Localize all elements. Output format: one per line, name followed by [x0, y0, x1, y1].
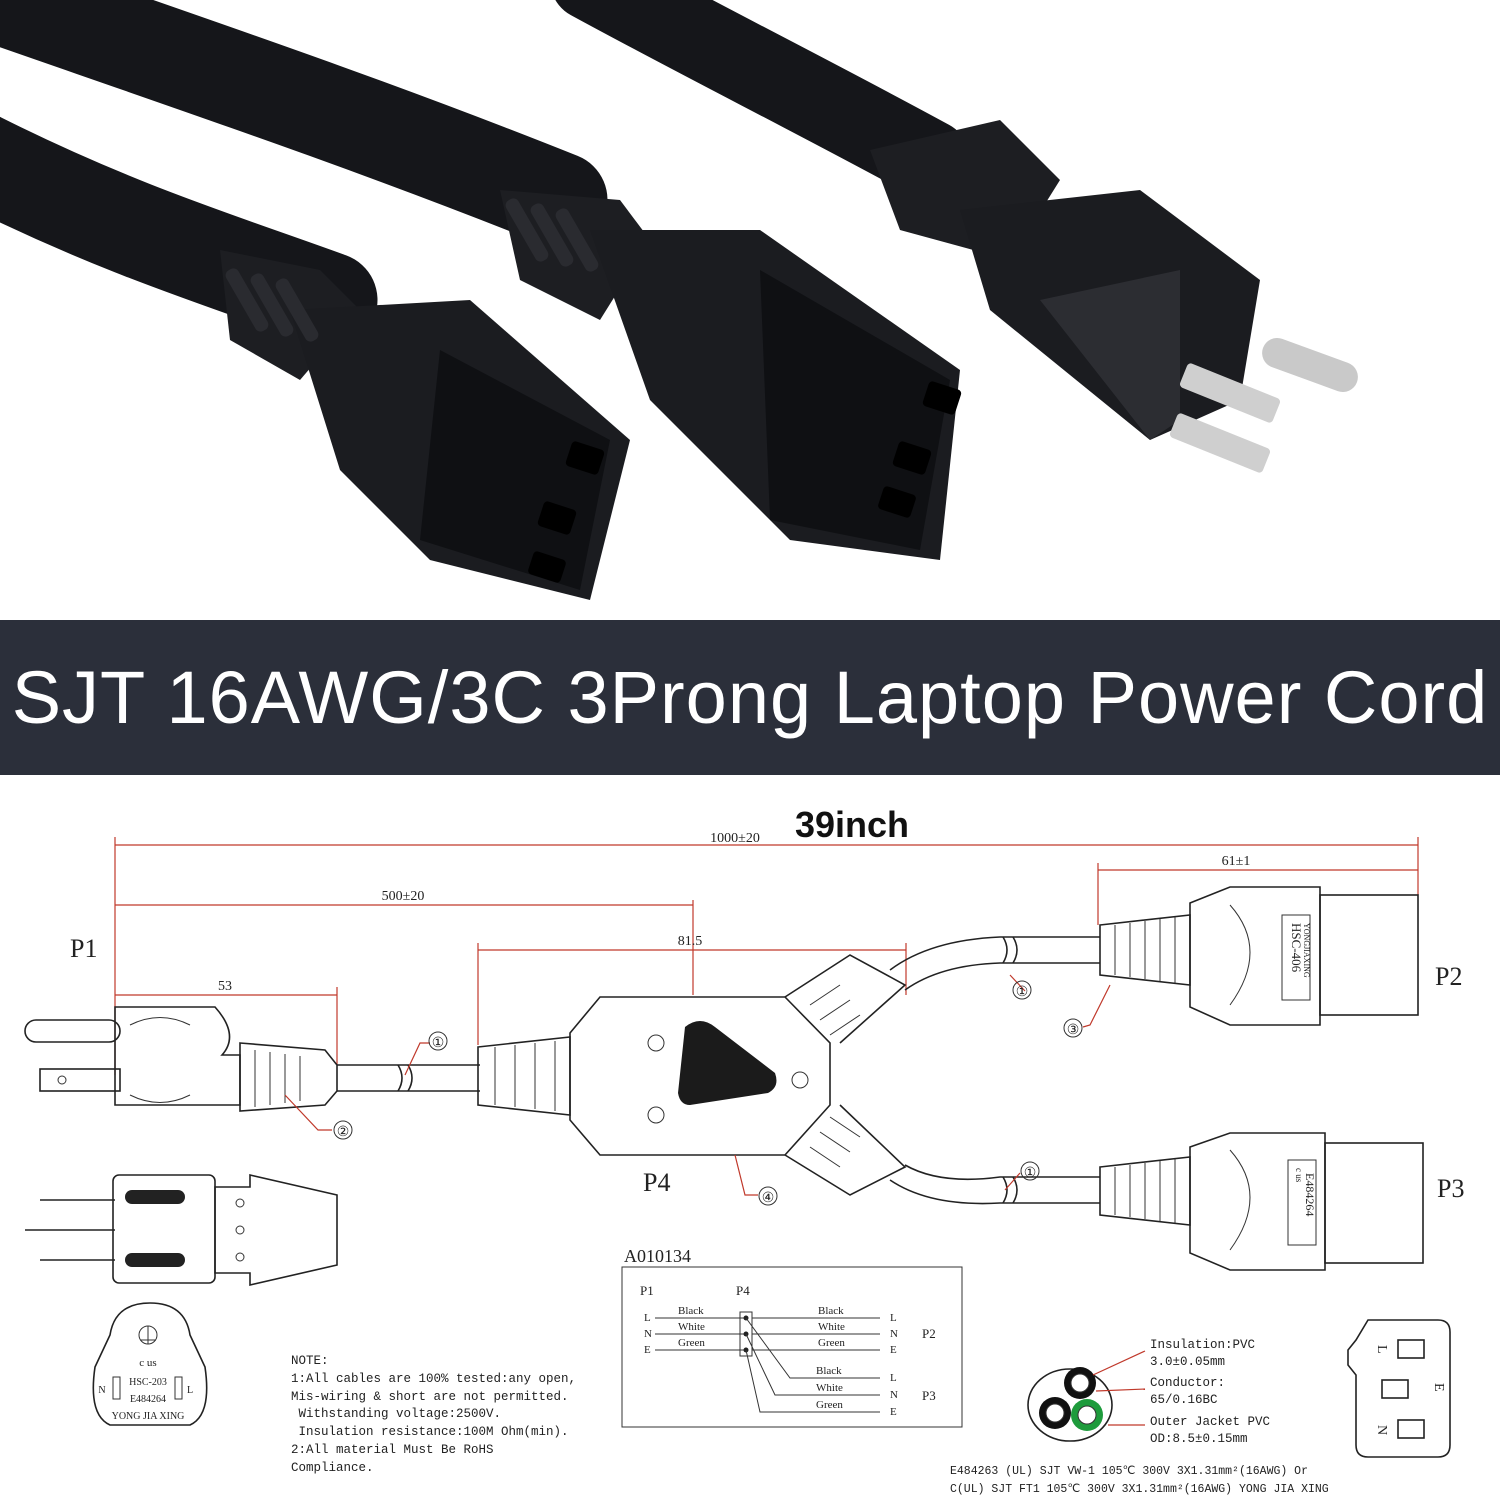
wiring-left-color-black: Black [678, 1305, 704, 1317]
callout-3: ③ [1063, 1018, 1083, 1038]
technical-drawing: 39inch 1000±20 500±20 81.5 53 61±1 P1 P2… [24, 804, 1464, 1496]
plug-badge-l: L [187, 1385, 193, 1396]
p1-plug-top-outline [25, 1173, 338, 1287]
cable-cross-section [1027, 1350, 1146, 1442]
banner-title: SJT 16AWG/3C 3Prong Laptop Power Cord [11, 656, 1489, 739]
svg-text:①: ① [1024, 1166, 1037, 1181]
plug-badge-cert: E484264 [130, 1394, 166, 1405]
c13-connector-right [500, 190, 962, 560]
note-line: Mis-wiring & short are not permitted. [291, 1390, 569, 1404]
svg-text:③: ③ [1067, 1023, 1080, 1038]
note-line: Insulation resistance:100M Ohm(min). [291, 1425, 569, 1439]
p3-connector-outline [1099, 1132, 1424, 1271]
socket-pin-e: E [1431, 1383, 1446, 1392]
c13-socket-face [1347, 1319, 1451, 1458]
wiring-left-pin-e: E [644, 1344, 651, 1356]
wiring-p1: P1 [640, 1283, 654, 1298]
callout-1b: ① [1012, 980, 1032, 1000]
branch-cables [889, 936, 1100, 1205]
port-label-p4: P4 [643, 1168, 670, 1197]
p3-cert-mark: E484264 [1303, 1173, 1317, 1216]
note-line: 2:All material Must Be RoHS [291, 1443, 494, 1457]
plug-badge-maker: YONG JIA XING [112, 1411, 185, 1422]
main-cable [337, 1064, 480, 1092]
notes: NOTE: 1:All cables are 100% tested:any o… [291, 1354, 576, 1475]
wiring-p3-pin-e: E [890, 1406, 897, 1418]
product-photo [0, 0, 1500, 620]
wiring-p3-color-green: Green [816, 1399, 843, 1411]
title-banner: SJT 16AWG/3C 3Prong Laptop Power Cord [0, 620, 1500, 775]
wiring-p3-pin-n: N [890, 1389, 898, 1401]
dim-overall: 1000±20 [710, 831, 760, 846]
wiring-left-pin-n: N [644, 1328, 652, 1340]
wiring-code: A010134 [624, 1246, 691, 1266]
note-line: Compliance. [291, 1461, 374, 1475]
conductor-label: Conductor: [1150, 1376, 1225, 1390]
c13-connector-left [220, 250, 630, 600]
note-line: Withstanding voltage:2500V. [291, 1407, 501, 1421]
dimension-lines [114, 837, 1419, 1075]
callout-1a: ① [428, 1031, 448, 1051]
dim-connector: 61±1 [1222, 854, 1251, 869]
callout-1c: ① [1020, 1161, 1040, 1181]
svg-text:①: ① [1016, 985, 1029, 1000]
port-label-p1: P1 [70, 934, 97, 963]
splitter-p4-outline [477, 954, 907, 1196]
wiring-left-color-white: White [678, 1321, 705, 1333]
wiring-p2-pin-l: L [890, 1312, 897, 1324]
insulation-label: Insulation:PVC [1150, 1338, 1255, 1352]
wiring-left-color-green: Green [678, 1337, 705, 1349]
jacket-value: OD:8.5±0.15mm [1150, 1432, 1248, 1446]
note-line: NOTE: [291, 1354, 329, 1368]
callout-4: ④ [758, 1186, 778, 1206]
plug-badge-mark: c us [139, 1357, 156, 1369]
spec-footer-line-2: C(UL) SJT FT1 105℃ 300V 3X1.31mm²(16AWG)… [950, 1483, 1329, 1496]
callout-2: ② [333, 1120, 353, 1140]
p3-mark: c us [1294, 1168, 1304, 1183]
callout-leaders [284, 974, 1111, 1196]
socket-pin-l: L [1374, 1345, 1389, 1354]
socket-pin-n: N [1374, 1425, 1389, 1435]
wiring-left-pin-l: L [644, 1312, 651, 1324]
port-label-p2: P2 [1435, 962, 1462, 991]
plug-badge-n: N [98, 1385, 105, 1396]
plug-badge-model: HSC-203 [129, 1377, 167, 1388]
dim-plug: 53 [218, 979, 232, 994]
wiring-p2-pin-n: N [890, 1328, 898, 1340]
p2-connector-outline [1099, 886, 1419, 1026]
wiring-p2-color-black: Black [818, 1305, 844, 1317]
plug-badge [92, 1302, 208, 1426]
wiring-p2-pin-e: E [890, 1344, 897, 1356]
wiring-p2-color-green: Green [818, 1337, 845, 1349]
dim-splitter: 81.5 [678, 934, 703, 949]
jacket-label: Outer Jacket PVC [1150, 1415, 1270, 1429]
wiring-p2: P2 [922, 1326, 936, 1341]
p2-maker-mark: YONGJIAXING [1302, 923, 1311, 978]
nema-plug [870, 120, 1358, 473]
insulation-value: 3.0±0.05mm [1150, 1355, 1225, 1369]
p2-model-mark: HSC-406 [1289, 923, 1304, 973]
wiring-p3-color-black: Black [816, 1365, 842, 1377]
wiring-p2-color-white: White [818, 1321, 845, 1333]
svg-text:②: ② [337, 1125, 350, 1140]
wiring-p4: P4 [736, 1283, 750, 1298]
p1-plug-outline [24, 1006, 338, 1112]
dim-half: 500±20 [382, 889, 425, 904]
conductor-value: 65/0.16BC [1150, 1393, 1218, 1407]
wiring-p3-color-white: White [816, 1382, 843, 1394]
wiring-p3: P3 [922, 1388, 936, 1403]
spec-footer-line-1: E484263 (UL) SJT VW-1 105℃ 300V 3X1.31mm… [950, 1465, 1308, 1478]
note-line: 1:All cables are 100% tested:any open, [291, 1372, 576, 1386]
wiring-diagram [621, 1266, 963, 1428]
svg-text:④: ④ [762, 1191, 775, 1206]
wiring-p3-pin-l: L [890, 1372, 897, 1384]
port-label-p3: P3 [1437, 1174, 1464, 1203]
length-headline: 39inch [795, 804, 909, 845]
svg-text:①: ① [432, 1036, 445, 1051]
